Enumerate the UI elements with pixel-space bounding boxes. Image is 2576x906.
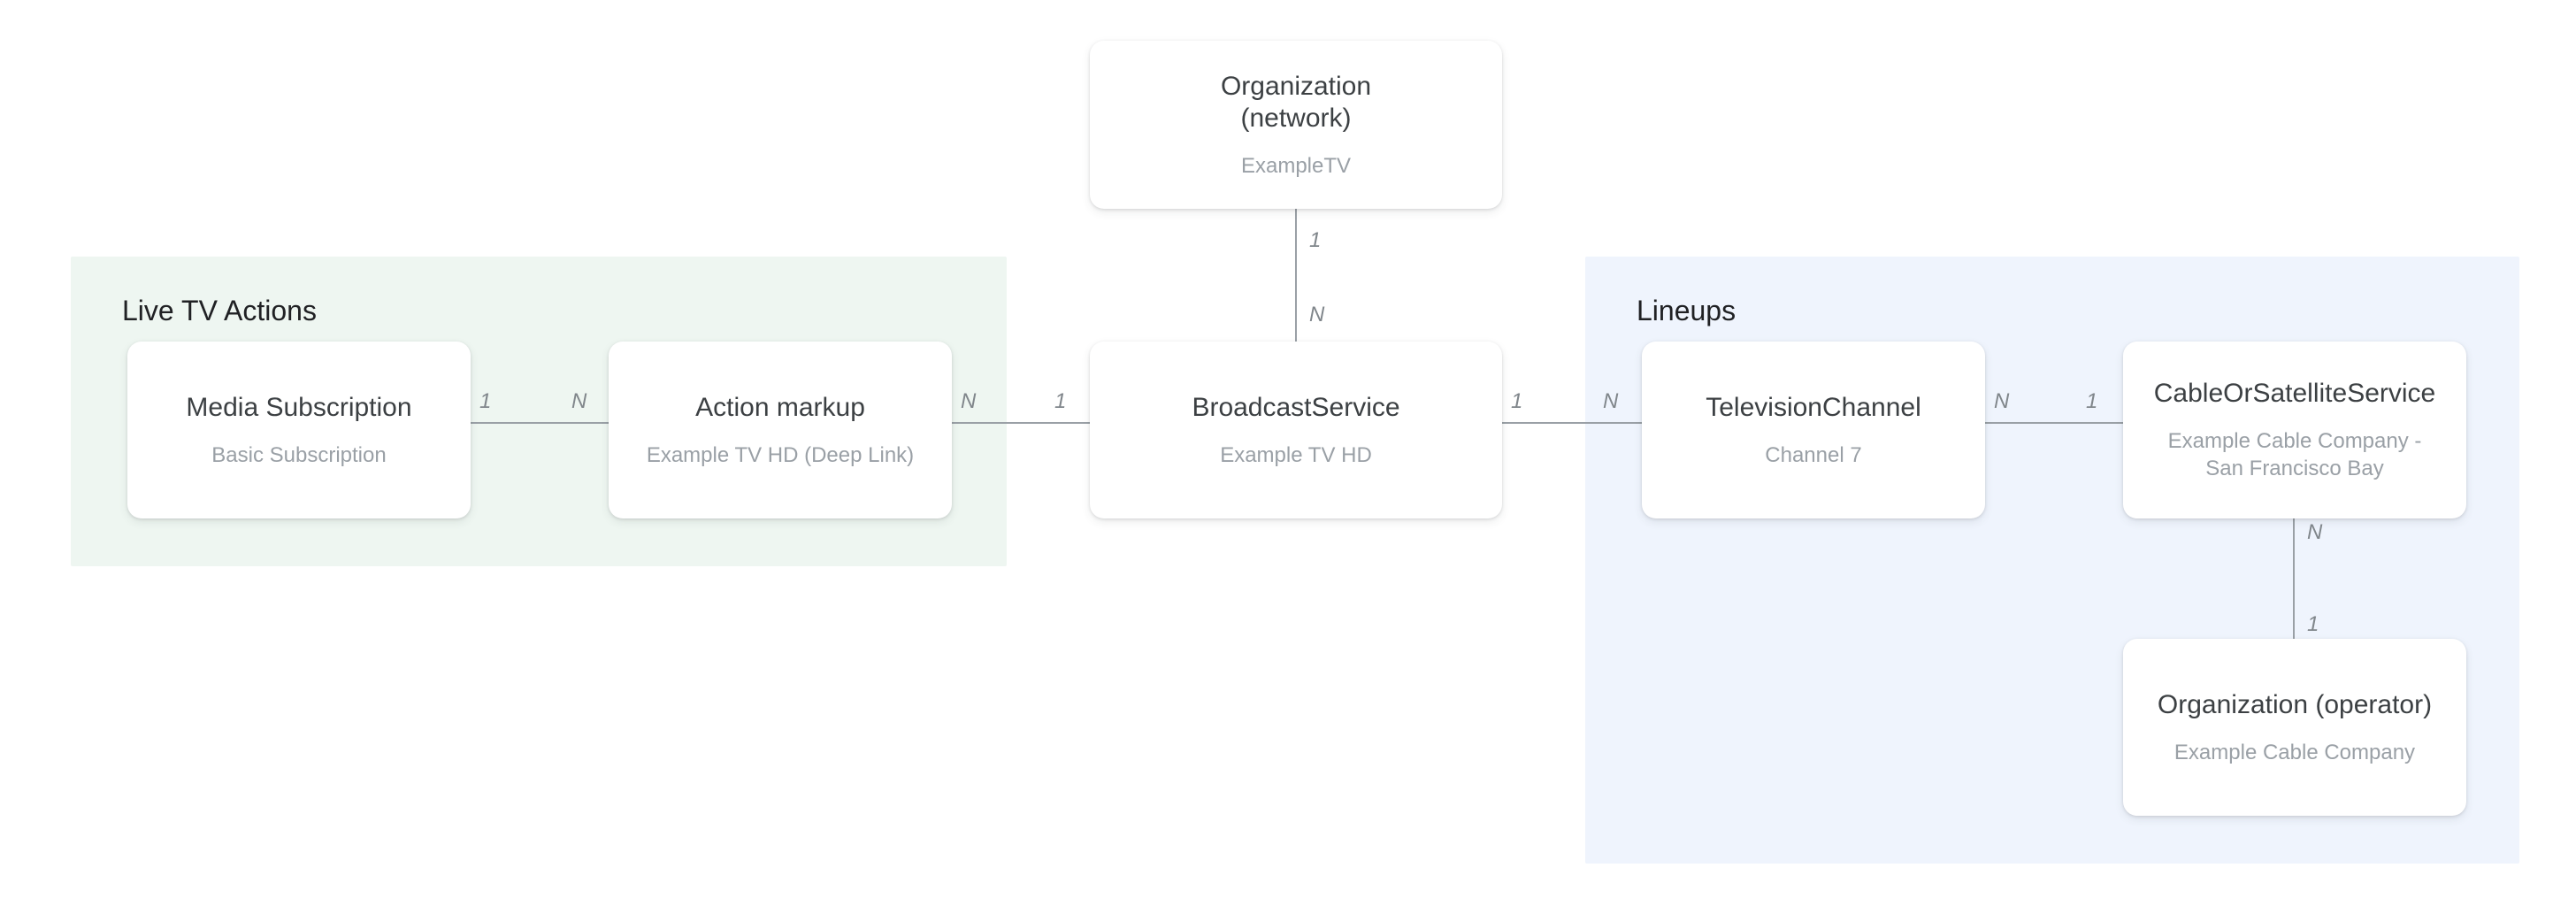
cardinality-label-televisionchannel-n-right: N — [1994, 389, 2010, 413]
cardinality-label-televisionchannel-n-left: N — [1603, 389, 1619, 413]
entity-node-subtitle: Example TV HD (Deep Link) — [646, 442, 915, 467]
entity-node-subtitle: Example TV HD — [1220, 442, 1372, 467]
entity-node-title: BroadcastService — [1192, 392, 1400, 422]
cardinality-label-broadcastservice-1-right: 1 — [1511, 389, 1523, 413]
edge-cableorsatelliteservice-to-organization-operator — [2293, 518, 2295, 641]
entity-node-action-markup[interactable]: Action markup Example TV HD (Deep Link) — [609, 342, 952, 518]
entity-node-title: Media Subscription — [186, 392, 412, 422]
entity-node-title: Action markup — [695, 392, 865, 422]
entity-node-media-subscription[interactable]: Media Subscription Basic Subscription — [127, 342, 471, 518]
cardinality-label-broadcastservice-n-top: N — [1309, 303, 1325, 326]
entity-node-cableorsatelliteservice[interactable]: CableOrSatelliteService Example Cable Co… — [2123, 342, 2466, 518]
group-title-lineups: Lineups — [1637, 295, 1736, 326]
edge-broadcastservice-to-televisionchannel — [1491, 422, 1652, 424]
entity-node-subtitle: Example Cable Company — [2174, 740, 2416, 764]
cardinality-label-action-markup-n-left: N — [571, 389, 587, 413]
edge-media-subscription-to-action-markup — [460, 422, 619, 424]
entity-node-televisionchannel[interactable]: TelevisionChannel Channel 7 — [1642, 342, 1985, 518]
cardinality-label-organization-network-1: 1 — [1309, 228, 1322, 252]
group-title-live-tv-actions: Live TV Actions — [122, 295, 317, 326]
cardinality-label-cableorsatelliteservice-1: 1 — [2086, 389, 2098, 413]
entity-node-broadcastservice[interactable]: BroadcastService Example TV HD — [1090, 342, 1502, 518]
entity-node-organization-operator[interactable]: Organization (operator) Example Cable Co… — [2123, 639, 2466, 816]
cardinality-label-broadcastservice-1-left: 1 — [1054, 389, 1067, 413]
cardinality-label-cableorsatelliteservice-n-bottom: N — [2307, 520, 2323, 544]
entity-node-subtitle: ExampleTV — [1240, 153, 1352, 178]
cardinality-label-media-subscription-1: 1 — [479, 389, 492, 413]
cardinality-label-organization-operator-1: 1 — [2307, 612, 2319, 636]
edge-televisionchannel-to-cableorsatelliteservice — [1974, 422, 2134, 424]
entity-node-organization-network[interactable]: Organization (network) ExampleTV — [1090, 41, 1502, 209]
entity-node-title: CableOrSatelliteService — [2153, 379, 2436, 408]
entity-node-title: Organization (network) — [1220, 71, 1372, 133]
entity-node-title: TelevisionChannel — [1706, 392, 1921, 422]
entity-node-subtitle: Channel 7 — [1765, 442, 1862, 467]
entity-node-title: Organization (operator) — [2157, 689, 2433, 719]
cardinality-label-action-markup-n-right: N — [961, 389, 977, 413]
entity-node-subtitle: Example Cable Company - San Francisco Ba… — [2167, 429, 2422, 480]
edge-organization-network-to-broadcastservice — [1295, 209, 1297, 343]
entity-node-subtitle: Basic Subscription — [211, 442, 387, 467]
edge-action-markup-to-broadcastservice — [941, 422, 1100, 424]
